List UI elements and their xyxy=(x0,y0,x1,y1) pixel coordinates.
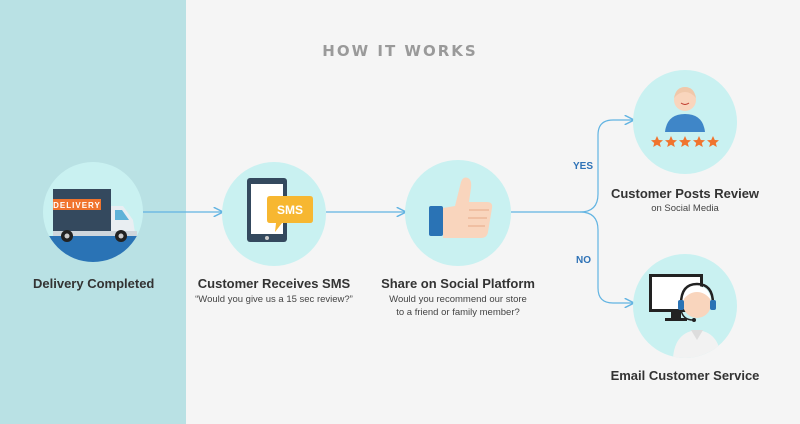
share-sub-line-1: Would you recommend our store xyxy=(389,294,527,305)
email-label: Email Customer Service xyxy=(610,368,760,383)
sms-bubble-text: SMS xyxy=(277,203,303,217)
page-title: HOW IT WORKS xyxy=(322,42,478,60)
sms-sub: “Would you give us a 15 sec review?” xyxy=(195,294,353,305)
email-circle xyxy=(633,254,737,358)
truck-text: DELIVERY xyxy=(53,201,101,210)
delivery-circle: DELIVERY xyxy=(43,162,143,262)
review-circle xyxy=(633,70,737,174)
sms-phone-icon: SMS xyxy=(247,178,313,242)
yes-branch-label: YES xyxy=(573,161,594,172)
delivery-truck-icon: DELIVERY xyxy=(43,189,143,262)
share-circle xyxy=(405,160,511,266)
review-sub: on Social Media xyxy=(651,203,719,214)
customer-service-agent-icon xyxy=(649,274,721,358)
share-sub-line-2: to a friend or family member? xyxy=(396,307,520,318)
reviewer-person-icon xyxy=(651,87,719,147)
sms-circle: SMS xyxy=(222,162,326,266)
delivery-label: Delivery Completed xyxy=(33,276,155,291)
review-label: Customer Posts Review xyxy=(610,186,760,201)
share-label: Share on Social Platform xyxy=(381,276,535,291)
no-branch-label: NO xyxy=(576,255,591,266)
arrow-yes-branch xyxy=(511,120,633,213)
rating-stars xyxy=(651,136,719,147)
thumbs-up-icon xyxy=(429,177,493,238)
arrow-no-branch xyxy=(579,211,633,303)
sms-label: Customer Receives SMS xyxy=(197,276,351,291)
